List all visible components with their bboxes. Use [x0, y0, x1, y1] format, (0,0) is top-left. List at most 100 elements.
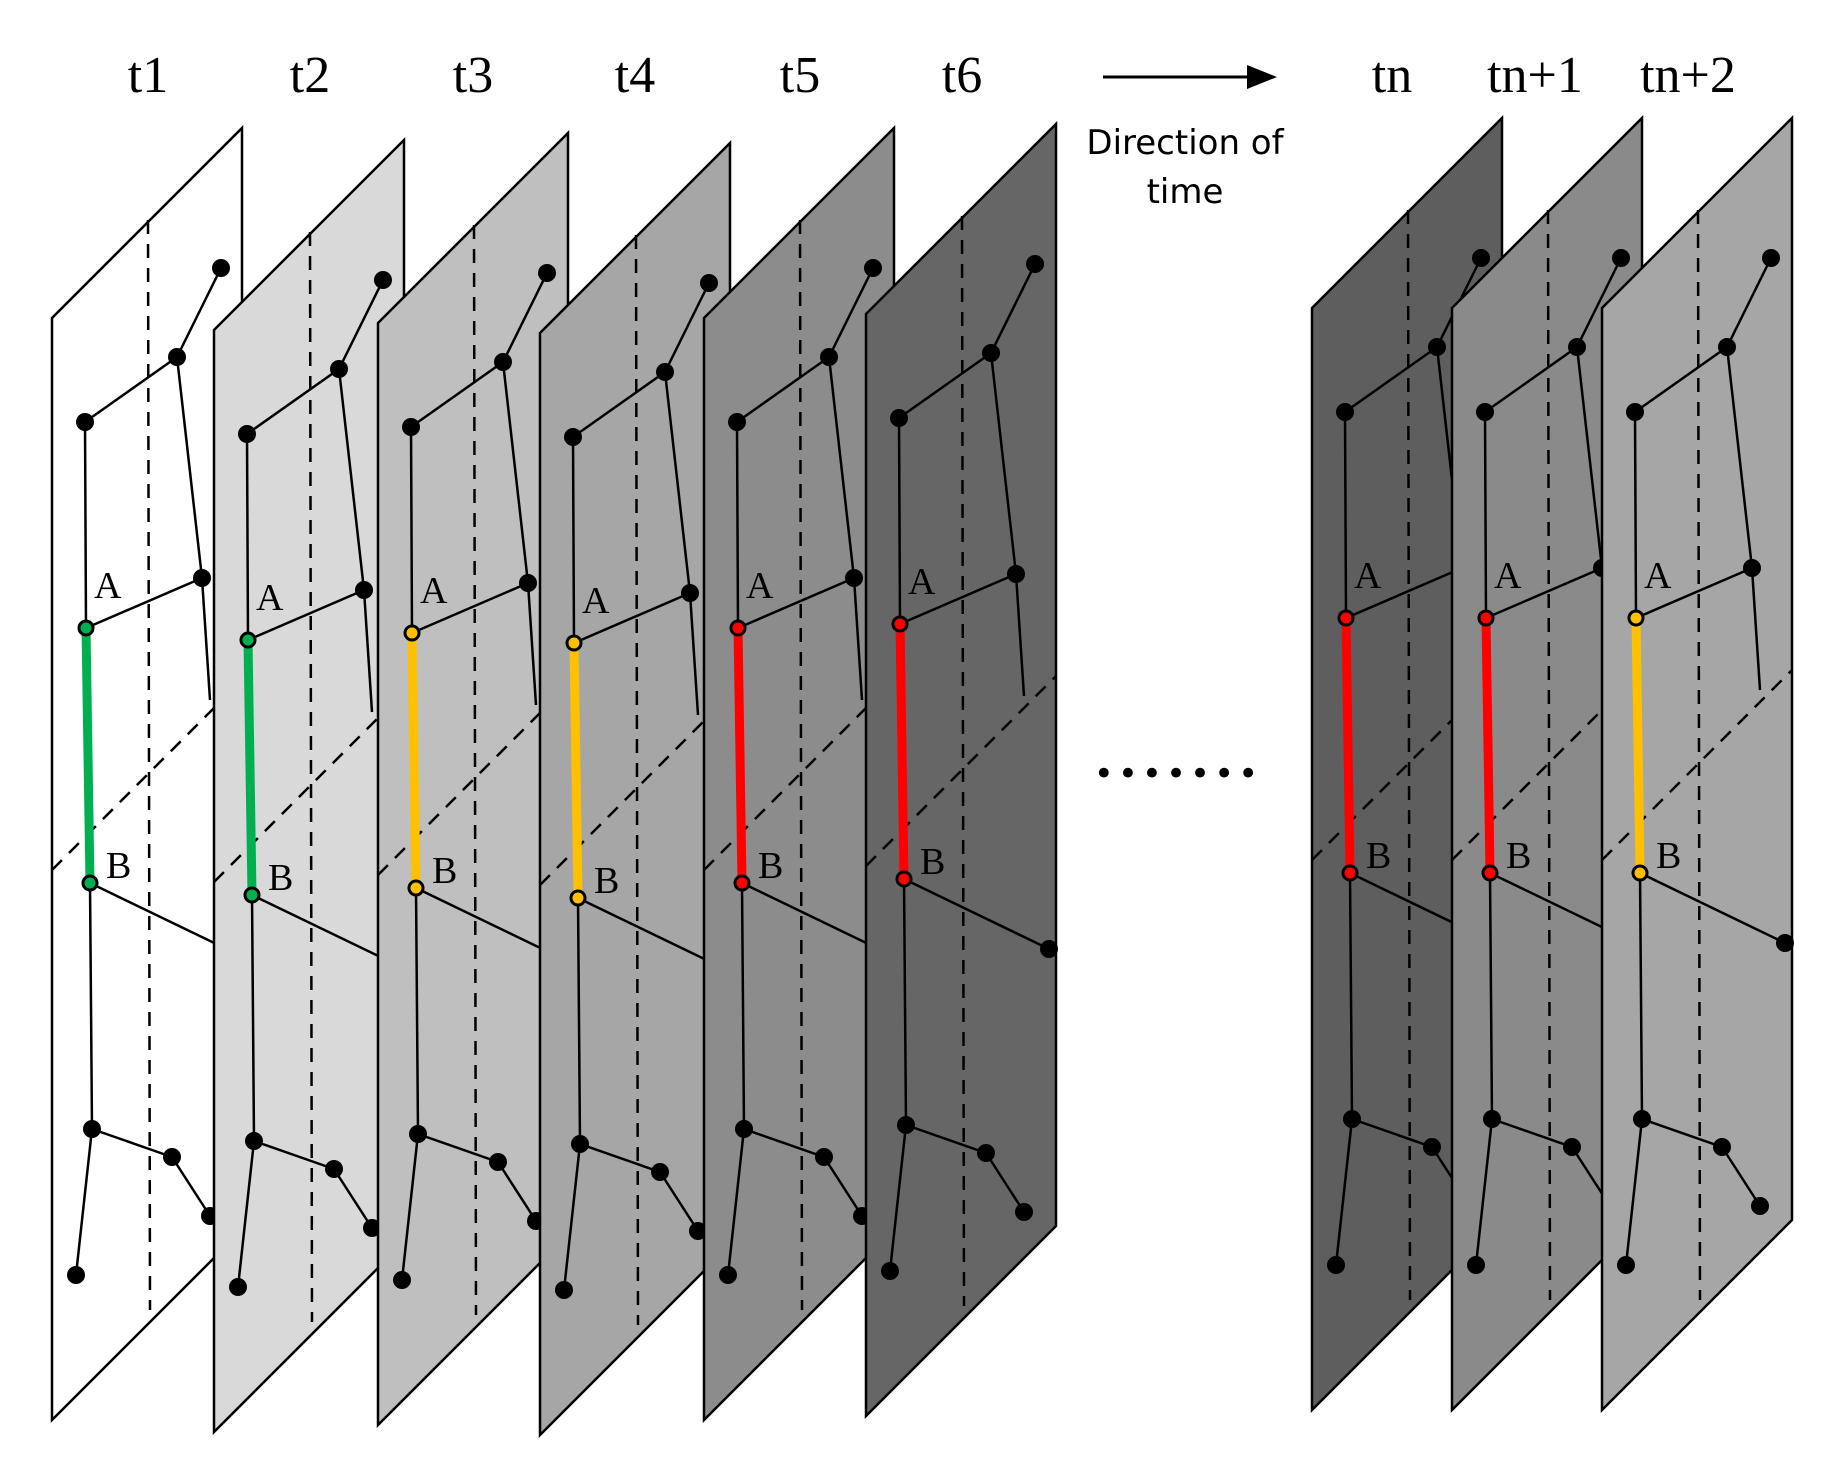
skeleton-joint [1026, 255, 1044, 273]
skeleton-bone [496, 1161, 538, 1222]
skeleton-bone [410, 360, 504, 429]
skeleton-joint [651, 1163, 669, 1181]
skeleton-bone [571, 436, 576, 644]
frame-horizontal-axis [865, 675, 1057, 867]
skeleton-bone [89, 881, 236, 955]
skeleton-bone [1635, 566, 1753, 620]
skeleton-bone [905, 1123, 987, 1155]
skeleton-bone [740, 882, 746, 1130]
skeleton-bone [579, 1142, 661, 1174]
skeleton-bone [253, 1139, 335, 1171]
frame-vertical-axis [634, 234, 640, 1326]
skeleton-bone [1334, 1118, 1354, 1266]
frame: AB [1450, 114, 1644, 1414]
frame-vertical-axis [1406, 209, 1412, 1301]
skeleton-joint [1713, 1138, 1731, 1156]
skeleton-bone [658, 1171, 700, 1232]
skeleton-bone [175, 356, 204, 579]
frame-horizontal-axis [1601, 669, 1793, 861]
skeleton-bone [1343, 411, 1348, 619]
skeleton-bone [1634, 345, 1728, 414]
skeleton-joint-a [77, 619, 95, 637]
skeleton-joint-b [569, 889, 587, 907]
skeleton-bone [852, 577, 864, 701]
skeleton-bone [573, 591, 691, 645]
skeleton-bone [88, 882, 94, 1130]
skeleton-joint [168, 348, 186, 366]
skeleton-joint [1040, 940, 1058, 958]
skeleton-joint [1467, 1256, 1485, 1274]
highlighted-segment [1481, 613, 1495, 878]
time-label-t2: t2 [290, 47, 330, 104]
time-label-t1: t1 [128, 47, 168, 104]
skeleton-bone [84, 355, 178, 424]
highlighted-segment [1631, 613, 1645, 878]
skeleton-bone [1014, 573, 1026, 697]
skeleton-bone [984, 1152, 1026, 1213]
point-label-b: B [758, 845, 783, 887]
skeleton-joint [330, 360, 348, 378]
skeleton-joint [1327, 1256, 1345, 1274]
skeleton-bone [245, 433, 250, 641]
frame-vertical-axis [146, 219, 152, 1311]
skeleton-joint [1776, 934, 1794, 952]
skeleton-bone [1638, 872, 1644, 1120]
time-label-tn1: tn+1 [1487, 47, 1583, 104]
frame: AB [50, 124, 244, 1424]
frame: AB [212, 136, 406, 1436]
skeleton-bone [1488, 872, 1494, 1120]
point-label-a: A [1494, 555, 1522, 597]
skeleton-bone [1575, 346, 1604, 569]
skeleton-joint [564, 428, 582, 446]
skeleton-bone [562, 1143, 582, 1291]
skeleton-joint-b [243, 886, 261, 904]
frame-vertical-axis [798, 219, 804, 1311]
skeleton-bone [1725, 257, 1773, 348]
frame-plane [1600, 114, 1794, 1414]
skeleton-joint [656, 363, 674, 381]
skeleton-bone [417, 1132, 499, 1164]
time-label-t4: t4 [615, 47, 655, 104]
skeleton-bone [663, 282, 711, 373]
frame-horizontal-axis [213, 691, 405, 883]
skeleton-joint-a [729, 619, 747, 637]
skeleton-bone [735, 421, 740, 629]
skeleton-bone [1483, 411, 1488, 619]
skeleton-joint-a [1337, 609, 1355, 627]
highlighted-segment [895, 619, 909, 884]
time-label-t6: t6 [942, 47, 982, 104]
direction-label-line2: time [1147, 172, 1224, 212]
point-label-b: B [920, 841, 945, 883]
skeleton-bone [246, 367, 340, 436]
skeleton-joint-a [1627, 609, 1645, 627]
skeleton-joint-a [1477, 609, 1495, 627]
direction-of-time: Direction of time [1086, 65, 1285, 212]
skeleton-bone [1633, 411, 1638, 619]
highlighted-segment [243, 635, 257, 900]
skeleton-joint [229, 1278, 247, 1296]
skeleton-joint-b [407, 879, 425, 897]
skeleton-joint [1336, 403, 1354, 421]
skeleton-bone [1720, 1146, 1762, 1207]
frame: AB [538, 139, 732, 1439]
direction-label: Direction of [1086, 123, 1284, 163]
frame-vertical-axis [472, 224, 478, 1316]
skeleton-joint [845, 569, 863, 587]
skeleton-bone [409, 426, 414, 634]
skeleton-joint [815, 1148, 833, 1166]
skeleton-joint [402, 418, 420, 436]
skeleton-joint [1472, 249, 1490, 267]
skeleton-joint [1428, 338, 1446, 356]
skeleton-joint [897, 1116, 915, 1134]
skeleton-bone [1641, 1117, 1723, 1149]
skeleton-joint-b [895, 870, 913, 888]
skeleton-bone [85, 576, 203, 630]
skeleton-bone [903, 877, 1050, 951]
skeleton-bone [332, 1168, 374, 1229]
frame-horizontal-axis [377, 684, 569, 876]
skeleton-joint [67, 1266, 85, 1284]
skeleton-joint [1617, 1256, 1635, 1274]
skeleton-joint [1568, 338, 1586, 356]
skeleton-joint [881, 1262, 899, 1280]
skeleton-joint [519, 574, 537, 592]
